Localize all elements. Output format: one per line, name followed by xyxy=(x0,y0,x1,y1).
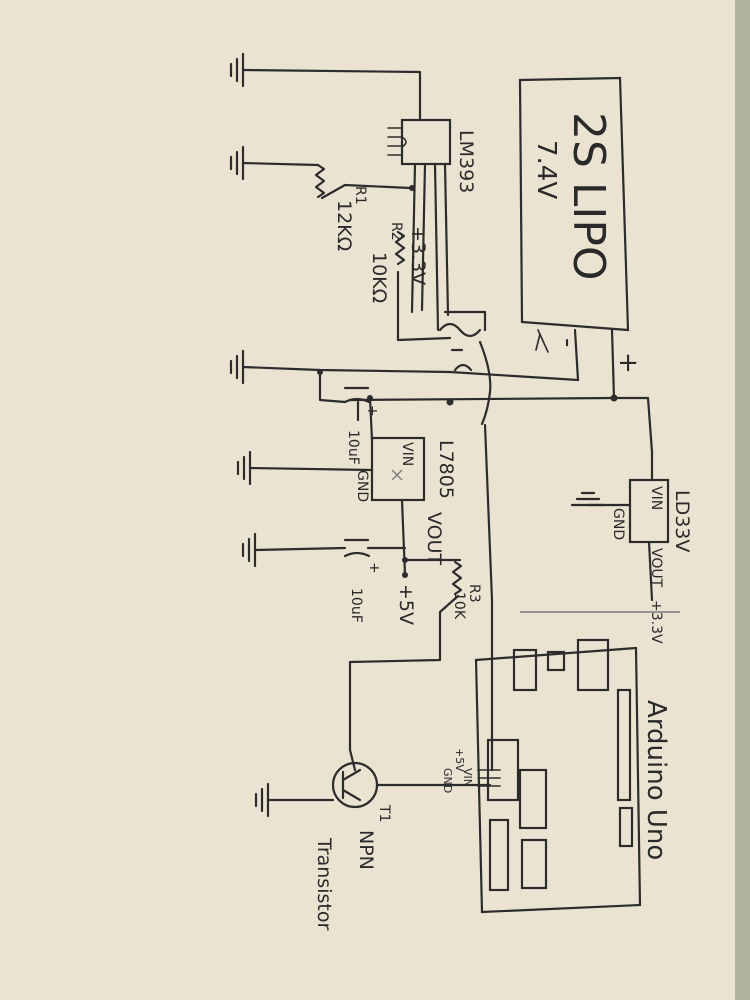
resistor-r1: R1 12KΩ xyxy=(333,186,368,251)
t1-label: T1 xyxy=(376,804,392,822)
resistor-r3: R3 10K xyxy=(451,560,482,620)
battery-plus-label: + xyxy=(613,352,643,374)
l7805-gnd-label: GND xyxy=(354,470,370,502)
regulator-ld33v: VIN GND LD33V VOUT +3.3V xyxy=(610,478,693,644)
c1-plus: + xyxy=(364,405,380,417)
ld33-vin-label: VIN xyxy=(648,486,664,510)
r2-label: R2 xyxy=(388,222,404,241)
resistor-r2: R2 10KΩ xyxy=(368,222,406,303)
c2-plus: + xyxy=(366,562,382,574)
lm393-comparator: LM393 xyxy=(387,118,477,193)
ld33-vout-label: VOUT xyxy=(648,548,664,588)
l7805-vout-label: VOUT xyxy=(423,512,445,566)
t1-transistor-label: Transistor xyxy=(313,837,335,930)
r2-value: 10KΩ xyxy=(368,252,390,303)
capacitor-c1: + 10uF xyxy=(343,386,380,465)
arduino-vin-label: VIN xyxy=(461,768,474,787)
lm393-label: LM393 xyxy=(455,130,477,193)
capacitor-c2: + 10uF xyxy=(343,538,382,623)
ld33-name: LD33V xyxy=(671,490,693,552)
arduino-5v-label: +5V xyxy=(453,748,466,772)
r1-value: 12KΩ xyxy=(333,200,355,251)
battery-minus-label: - xyxy=(553,338,583,347)
lm393-3v3-label: +3.3V xyxy=(407,226,429,285)
l7805-name: L7805 xyxy=(435,440,457,499)
regulator-l7805: VIN L7805 GND VOUT xyxy=(354,436,457,566)
r1-label: R1 xyxy=(352,186,368,205)
arduino-gnd-label: GND xyxy=(441,768,454,793)
t1-type-label: NPN xyxy=(355,830,377,870)
transistor-t1-npn: T1 NPN Transistor xyxy=(313,761,392,930)
c1-value: 10uF xyxy=(345,430,361,465)
battery-2s-lipo: 2S LIPO 7.4V + - xyxy=(518,76,643,374)
r3-label: R3 xyxy=(466,584,482,603)
c2-value: 10uF xyxy=(348,588,364,623)
l7805-vin-label: VIN xyxy=(399,442,415,466)
arduino-label: Arduino Uno xyxy=(641,700,671,860)
l7805-5v-label: +5V xyxy=(395,584,417,625)
arduino-uno-board: Arduino Uno +5V GND VIN xyxy=(441,611,680,914)
ld33-gnd-label: GND xyxy=(610,508,626,540)
battery-voltage-label: 7.4V xyxy=(531,140,561,199)
ld33-3v3-label: +3.3V xyxy=(648,600,664,644)
battery-chemistry-label: 2S LIPO xyxy=(563,112,614,281)
